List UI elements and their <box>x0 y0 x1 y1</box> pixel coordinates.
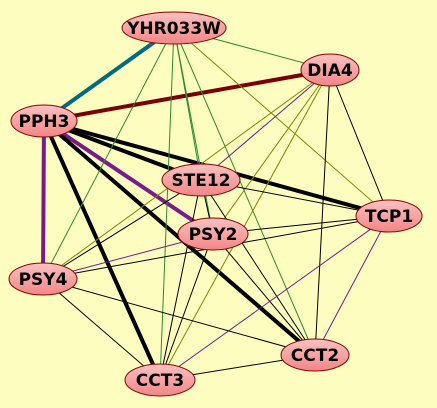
node-label: PSY2 <box>189 225 238 245</box>
node-yhr033w[interactable]: YHR033W <box>121 11 227 45</box>
node-label: TCP1 <box>365 207 413 227</box>
node-dia4[interactable]: DIA4 <box>300 53 360 87</box>
edge-ste12-cct3 <box>159 179 202 381</box>
edge-yhr033w-psy4 <box>42 27 175 280</box>
node-label: STE12 <box>171 171 230 191</box>
edge-dia4-cct2 <box>314 69 331 356</box>
edge-psy2-cct3 <box>159 233 214 381</box>
node-shape[interactable] <box>177 217 249 251</box>
node-cct3[interactable]: CCT3 <box>124 363 196 397</box>
edge-pph3-cct3 <box>42 119 162 382</box>
edge-psy4-cct3 <box>42 278 161 381</box>
edge-ste12-psy4 <box>42 179 202 280</box>
node-shape[interactable] <box>280 338 350 372</box>
edge-pph3-psy2 <box>42 119 215 236</box>
node-label: PPH3 <box>19 112 70 132</box>
edge-yhr033w-cct3 <box>159 27 175 381</box>
edge-dia4-cct3 <box>159 69 331 381</box>
node-psy2[interactable]: PSY2 <box>177 217 249 251</box>
node-label: YHR033W <box>126 19 221 39</box>
edge-dia4-tcp1 <box>329 69 390 217</box>
edge-ste12-cct2 <box>200 179 316 356</box>
node-tcp1[interactable]: TCP1 <box>355 199 423 233</box>
node-shape[interactable] <box>161 163 241 197</box>
node-shape[interactable] <box>121 11 227 45</box>
edge-psy2-cct2 <box>212 233 316 356</box>
node-label: CCT2 <box>291 346 339 366</box>
edge-tcp1-cct3 <box>159 215 390 381</box>
edge-yhr033w-psy2 <box>173 27 214 235</box>
edge-dia4-psy2 <box>212 69 331 235</box>
node-shape[interactable] <box>8 262 78 296</box>
node-label: PSY4 <box>19 270 68 290</box>
node-psy4[interactable]: PSY4 <box>8 262 78 296</box>
node-label: DIA4 <box>307 61 353 81</box>
edge-pph3-psy4 <box>41 119 46 281</box>
edge-dia4-ste12 <box>200 69 331 181</box>
node-label: CCT3 <box>136 371 184 391</box>
edge-tcp1-cct2 <box>314 215 390 356</box>
edge-psy4-cct2 <box>42 278 316 356</box>
edge-yhr033w-pph3 <box>42 26 176 123</box>
node-ste12[interactable]: STE12 <box>161 163 241 197</box>
node-shape[interactable] <box>300 53 360 87</box>
node-shape[interactable] <box>355 199 423 233</box>
node-cct2[interactable]: CCT2 <box>280 338 350 372</box>
node-shape[interactable] <box>124 363 196 397</box>
edge-yhr033w-tcp1 <box>173 27 390 217</box>
node-shape[interactable] <box>10 104 78 138</box>
node-pph3[interactable]: PPH3 <box>10 104 78 138</box>
edge-yhr033w-cct2 <box>173 27 316 356</box>
